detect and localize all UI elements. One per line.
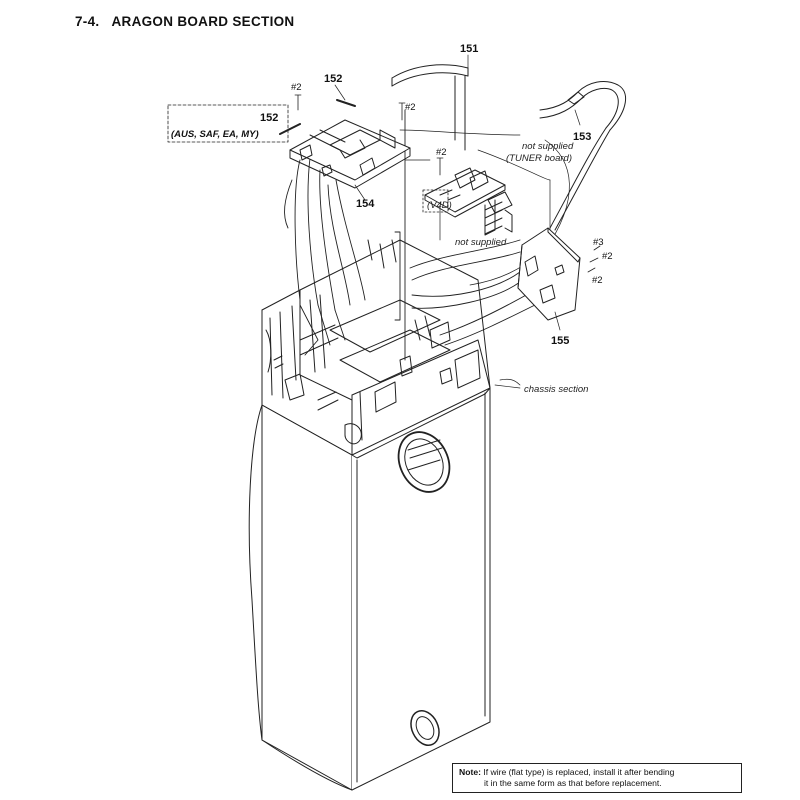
tuner-board-label: (TUNER board): [506, 153, 572, 164]
flat-wire-151: [389, 64, 471, 151]
screw-label-2: #2: [405, 102, 416, 113]
section-name: ARAGON BOARD SECTION: [111, 14, 295, 29]
screw-label-5: #2: [602, 251, 613, 262]
region-variant-box: [167, 104, 289, 143]
screw-markers: [294, 94, 601, 273]
wire-harness: [284, 109, 546, 361]
callout-leaders: [334, 54, 581, 389]
note-line-1: If wire (flat type) is replaced, install…: [483, 767, 675, 777]
bottom-port-round: [410, 710, 440, 746]
v4d-dashed-box: [422, 189, 449, 213]
heatsink-component: [484, 191, 513, 236]
not-supplied-label-2: not supplied: [455, 237, 507, 248]
screw-label-1: #2: [291, 82, 302, 93]
wire-152: [279, 99, 356, 135]
flat-wire-153: [539, 81, 626, 231]
aragon-board-154: [289, 119, 411, 189]
callout-154: 154: [356, 198, 375, 210]
callout-153: 153: [573, 131, 591, 143]
screw-label-4: #3: [593, 237, 604, 248]
chassis-body: [248, 387, 491, 791]
callout-155: 155: [551, 335, 569, 347]
note-line-2: it in the same form as that before repla…: [484, 778, 662, 788]
callout-152-box: 152: [260, 112, 278, 124]
note-label: Note:: [459, 767, 481, 777]
tuner-board: [424, 167, 506, 218]
replacement-note: Note: If wire (flat type) is replaced, i…: [452, 763, 742, 793]
callout-151: 151: [460, 43, 478, 55]
chassis-section-label: chassis section: [524, 384, 588, 395]
section-title: 7-4. ARAGON BOARD SECTION: [75, 14, 294, 29]
not-supplied-label-1: not supplied: [522, 141, 574, 152]
callout-152-top: 152: [324, 73, 342, 85]
section-number: 7-4.: [75, 14, 100, 29]
region-variant-label: (AUS, SAF, EA, MY): [171, 129, 259, 140]
screw-label-3: #2: [436, 147, 447, 158]
v4d-label: (V4D): [427, 200, 452, 211]
screw-label-6: #2: [592, 275, 603, 286]
side-port-round: [397, 431, 451, 493]
board-155: [517, 227, 581, 321]
